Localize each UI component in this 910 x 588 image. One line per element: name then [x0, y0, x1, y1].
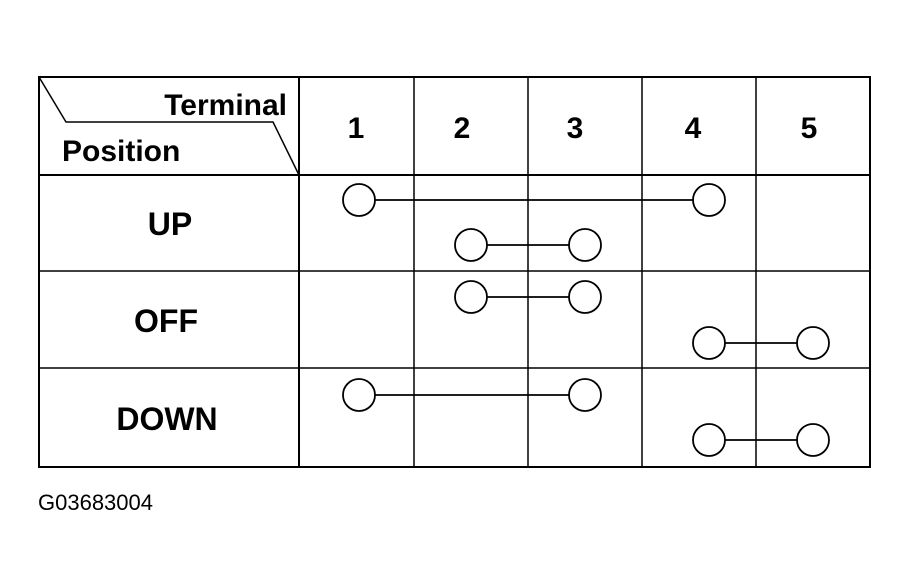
figure-code: G03683004	[38, 490, 153, 515]
position-label-up: UP	[148, 206, 192, 242]
position-label-down: DOWN	[116, 401, 217, 437]
terminal-header-1: 1	[348, 112, 365, 145]
terminal-node-up-4	[692, 183, 726, 217]
terminal-node-up-1	[342, 183, 376, 217]
table-grid	[38, 76, 871, 468]
terminal-node-down-1	[342, 378, 376, 412]
terminal-node-down-3	[568, 378, 602, 412]
terminal-header-3: 3	[567, 112, 584, 145]
terminal-node-up-2	[454, 228, 488, 262]
table-border	[38, 76, 871, 468]
terminal-node-up-3	[568, 228, 602, 262]
position-label-off: OFF	[134, 303, 198, 339]
terminal-node-off-4	[692, 326, 726, 360]
position-header-label: Position	[62, 135, 180, 168]
continuity-connections	[342, 183, 830, 457]
corner-diagonal	[38, 76, 300, 176]
terminal-node-off-3	[568, 280, 602, 314]
terminal-node-down-5	[796, 423, 830, 457]
terminal-node-off-2	[454, 280, 488, 314]
terminal-node-down-4	[692, 423, 726, 457]
terminal-header-2: 2	[454, 112, 471, 145]
terminal-node-off-5	[796, 326, 830, 360]
terminal-header-label: Terminal	[164, 89, 287, 122]
terminal-header-5: 5	[801, 112, 818, 145]
terminal-header-4: 4	[685, 112, 702, 145]
